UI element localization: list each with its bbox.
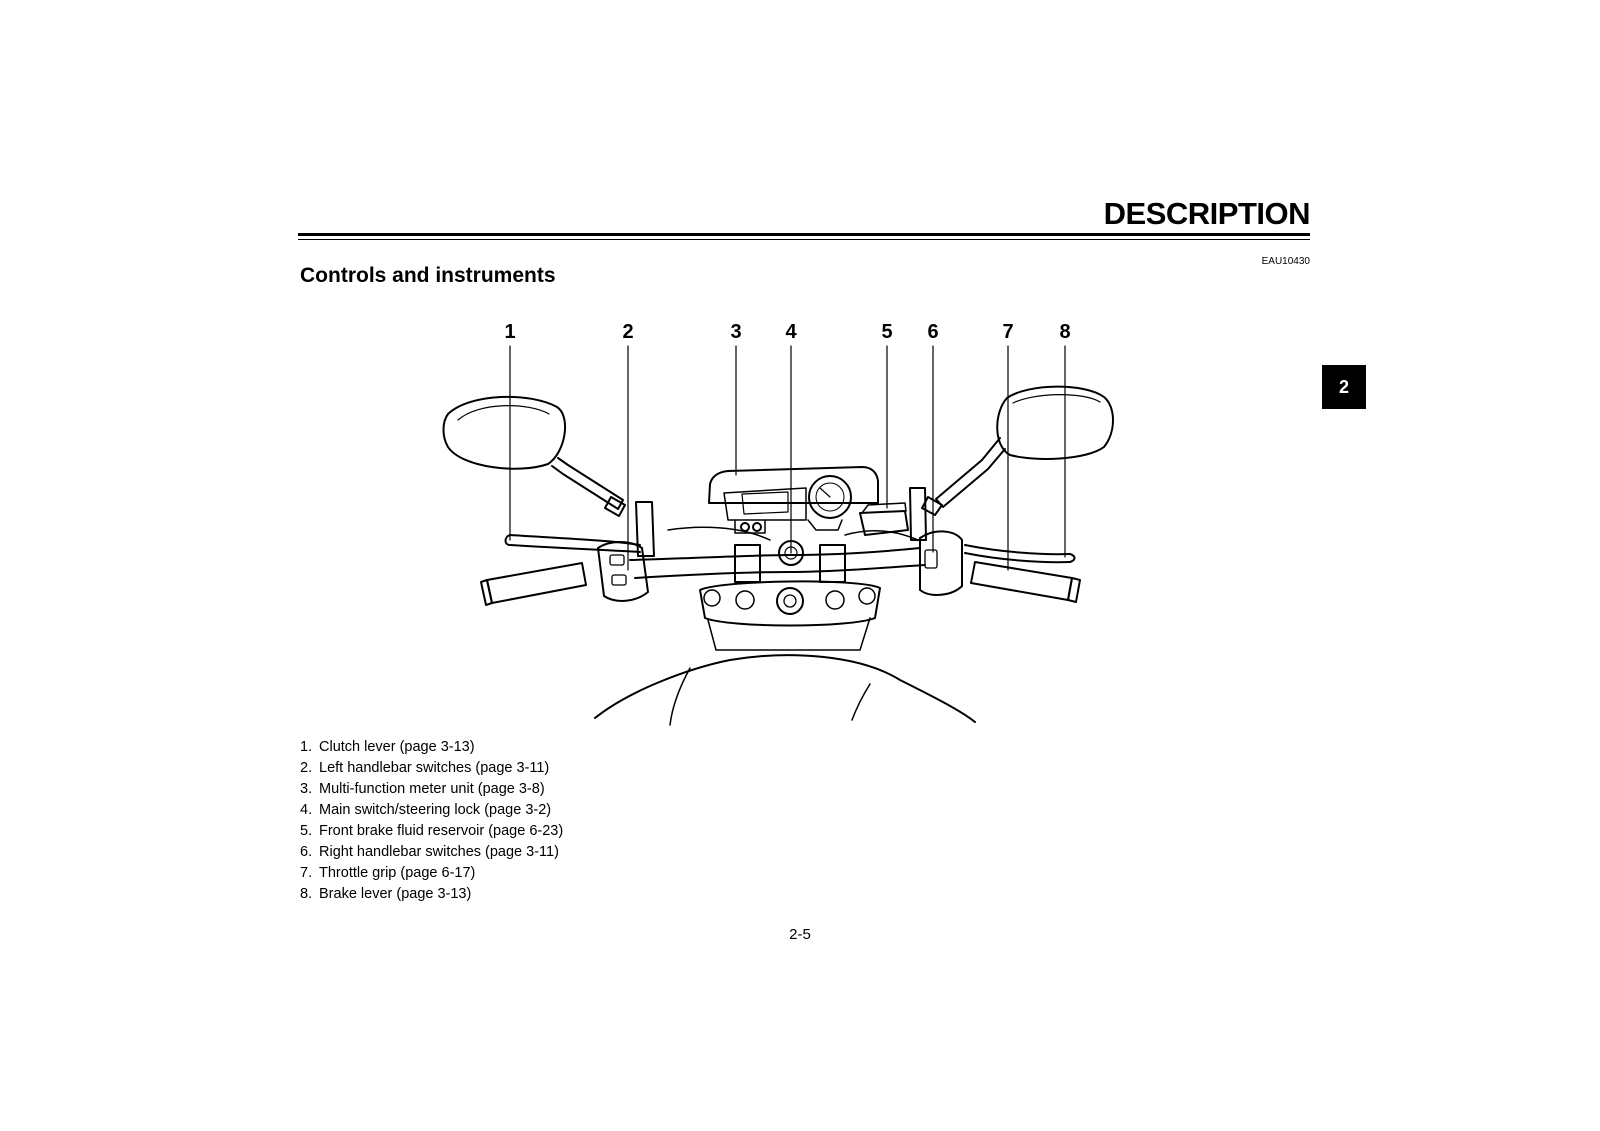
legend-item: 3. Multi-function meter unit (page 3-8) (300, 779, 563, 800)
legend-number: 8. (300, 886, 313, 902)
legend-number: 2. (300, 760, 313, 776)
left-mirror (442, 395, 626, 517)
page-number: 2-5 (789, 926, 811, 943)
legend-number: 5. (300, 823, 313, 839)
brake-reservoir (859, 502, 909, 536)
right-mirror (921, 385, 1114, 516)
callout-5: 5 (881, 321, 893, 343)
callout-1: 1 (504, 321, 516, 343)
legend-number: 3. (300, 781, 313, 797)
legend-item: 1. Clutch lever (page 3-13) (300, 737, 563, 758)
section-title: DESCRIPTION (1103, 196, 1311, 231)
legend-text: Left handlebar switches (page 3-11) (319, 760, 550, 776)
subsection-title: Controls and instruments (300, 264, 556, 287)
fuel-tank (594, 654, 976, 726)
left-grip (480, 501, 771, 606)
callout-4: 4 (785, 321, 797, 343)
legend-text: Brake lever (page 3-13) (319, 886, 472, 902)
legend-text: Front brake fluid reservoir (page 6-23) (319, 823, 564, 839)
handlebar (629, 544, 926, 583)
legend-item: 6. Right handlebar switches (page 3-11) (300, 842, 563, 863)
header-rule-thin (298, 239, 1310, 240)
reference-code: EAU10430 (1261, 256, 1310, 267)
legend-text: Throttle grip (page 6-17) (319, 865, 476, 881)
legend-number: 6. (300, 844, 313, 860)
legend-list: 1. Clutch lever (page 3-13) 2. Left handle… (300, 737, 563, 905)
legend-text: Multi-function meter unit (page 3-8) (319, 781, 545, 797)
legend-text: Clutch lever (page 3-13) (319, 739, 475, 755)
leader-lines (509, 345, 1066, 571)
callout-8: 8 (1059, 321, 1071, 343)
header-rule-thick (298, 233, 1310, 236)
callout-7: 7 (1002, 321, 1014, 343)
chapter-tab[interactable]: 2 (1322, 365, 1366, 409)
legend-item: 2. Left handlebar switches (page 3-11) (300, 758, 563, 779)
legend-item: 8. Brake lever (page 3-13) (300, 884, 563, 905)
legend-text: Right handlebar switches (page 3-11) (319, 844, 559, 860)
legend-item: 5. Front brake fluid reservoir (page 6-23… (300, 821, 563, 842)
legend-number: 7. (300, 865, 313, 881)
legend-item: 4. Main switch/steering lock (page 3-2) (300, 800, 563, 821)
callout-6: 6 (927, 321, 939, 343)
callout-3: 3 (730, 321, 742, 343)
right-grip (844, 487, 1081, 603)
legend-item: 7. Throttle grip (page 6-17) (300, 863, 563, 884)
handlebar-illustration (442, 345, 1114, 726)
callout-2: 2 (622, 321, 634, 343)
legend-number: 1. (300, 739, 313, 755)
triple-clamp (699, 580, 881, 651)
meter-unit (708, 466, 879, 534)
legend-text: Main switch/steering lock (page 3-2) (319, 802, 552, 818)
legend-number: 4. (300, 802, 313, 818)
